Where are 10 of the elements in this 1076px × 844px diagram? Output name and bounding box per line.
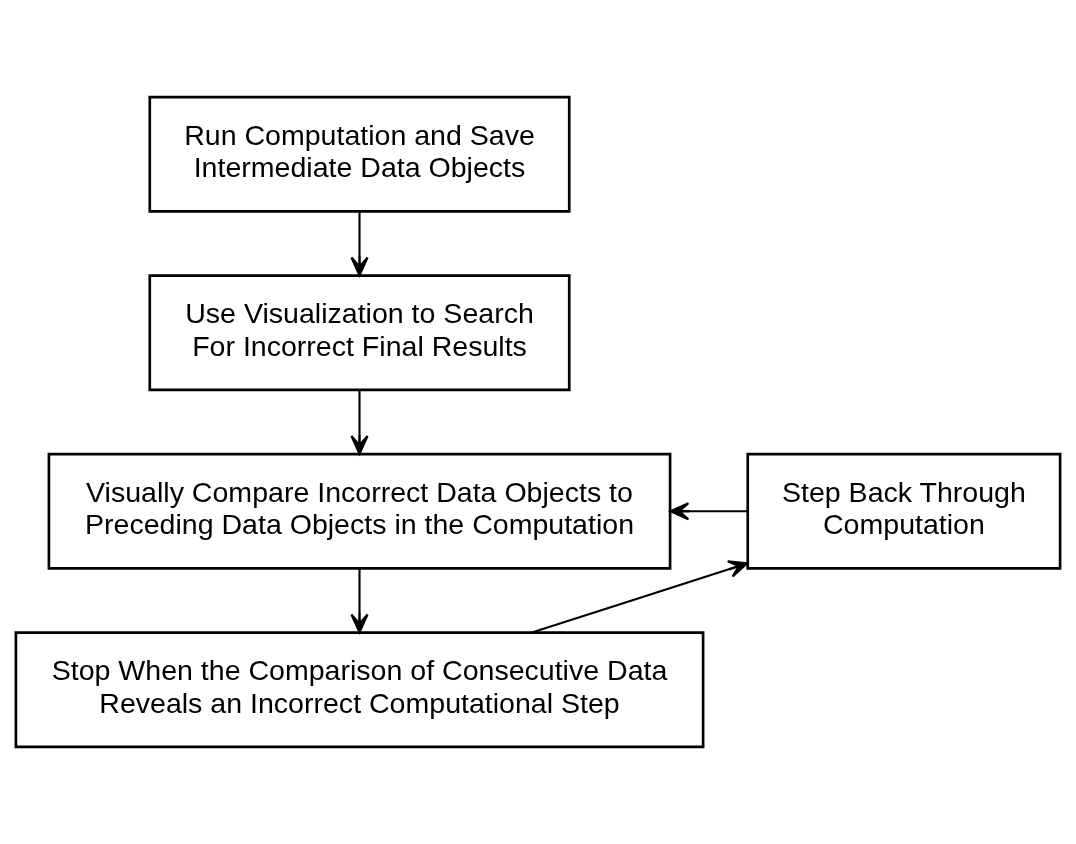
arrow [669,502,748,521]
node-box: Step Back Through Computation [746,452,1062,570]
node-box: Stop When the Comparison of Consecutive Data Reveals an Incorrect Computational Step [14,631,705,749]
arrow [350,568,369,634]
arrow [350,389,369,455]
arrow [350,211,369,277]
arrow [531,560,749,634]
node-box: Use Visualization to Search For Incorrect Final Results [148,274,571,392]
node-box: Run Computation and Save Intermediate Data Objects [148,95,571,213]
node-box: Visually Compare Incorrect Data Objects to Preceding Data Objects in the Computation [47,452,672,570]
